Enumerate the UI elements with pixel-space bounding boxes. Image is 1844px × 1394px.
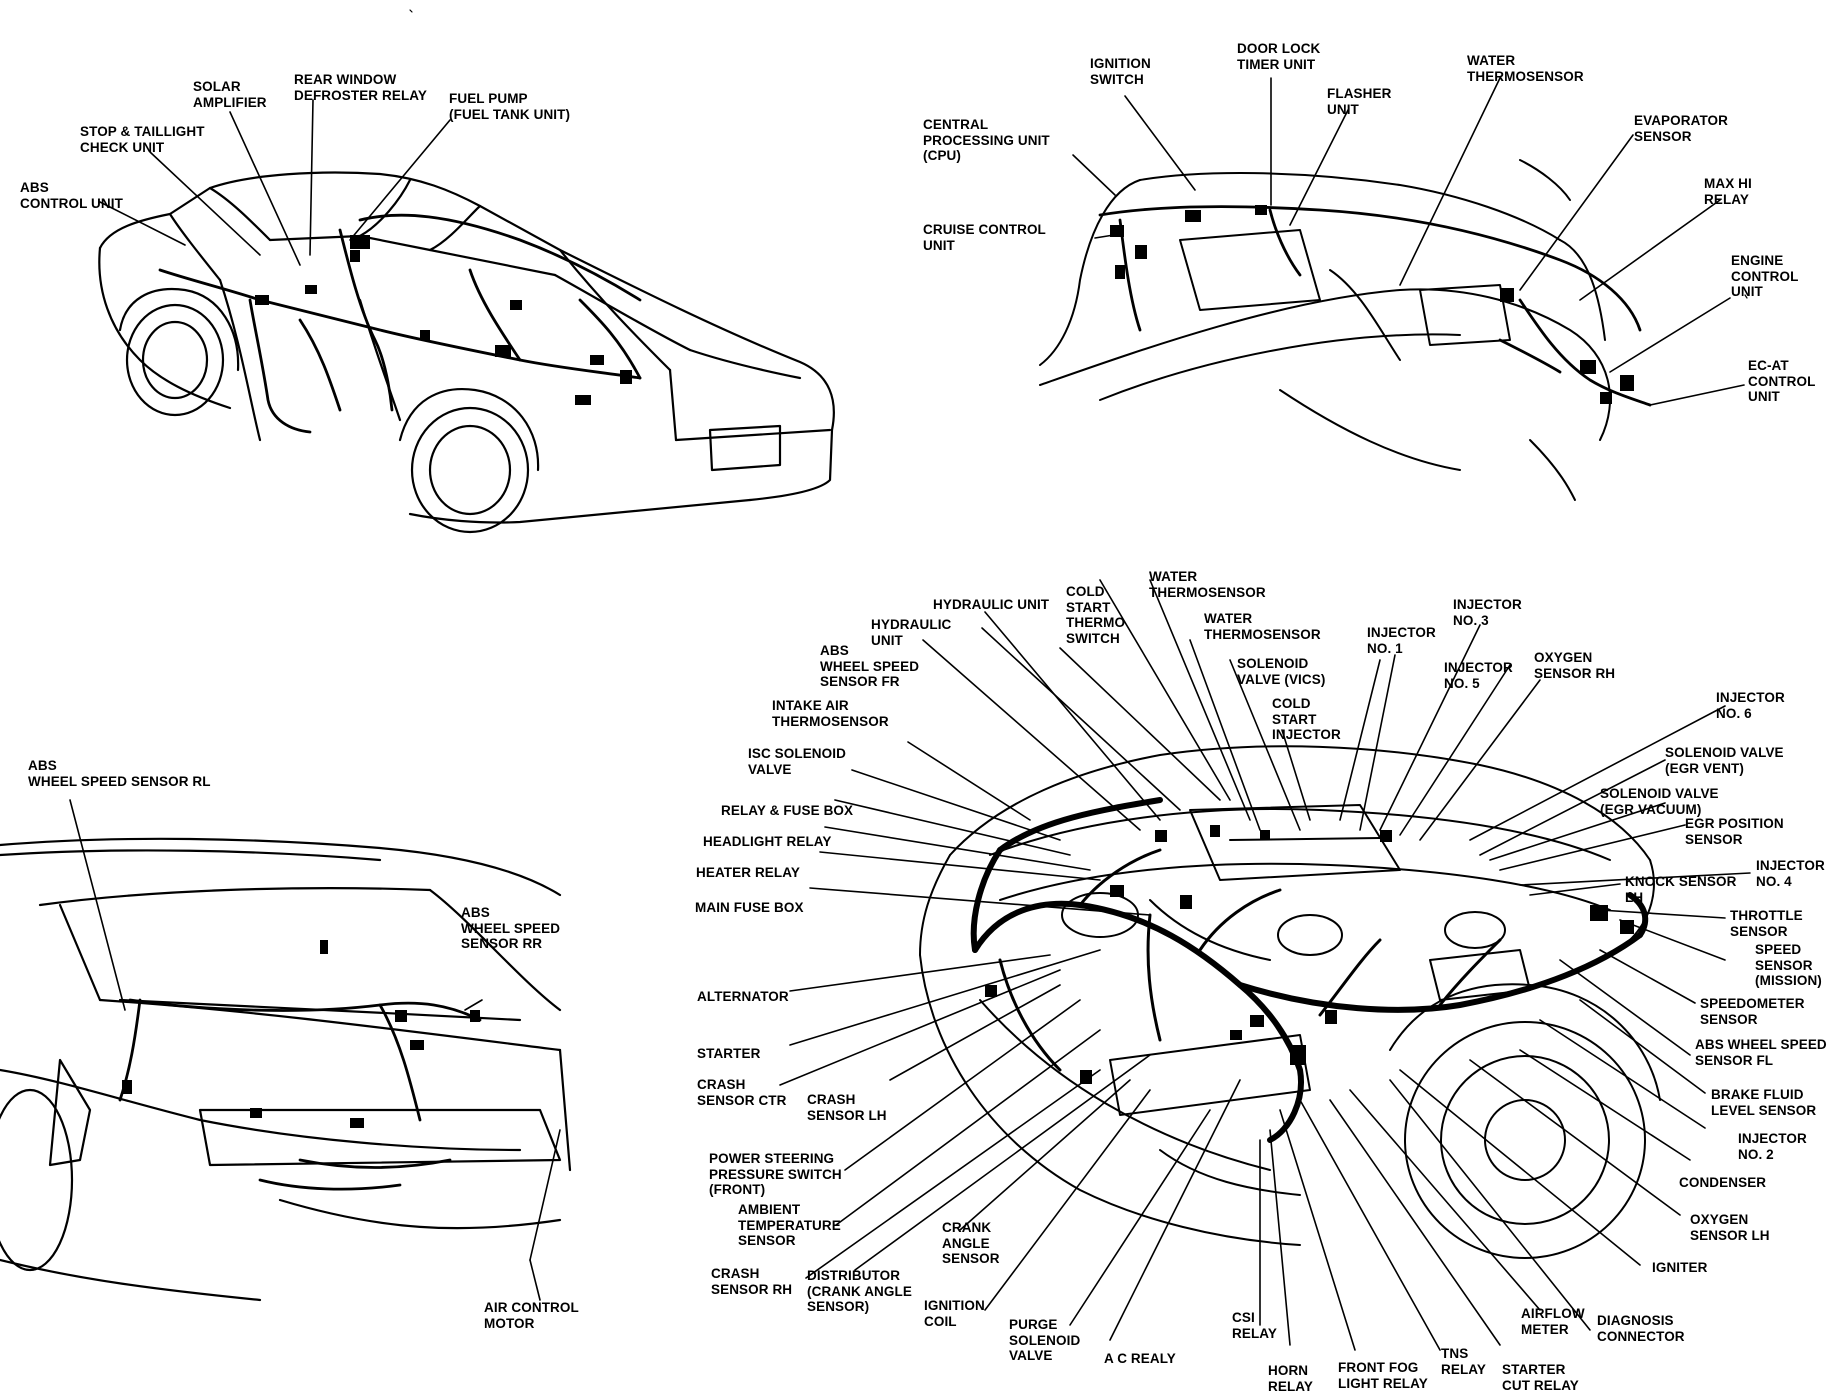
label-speedometer-sensor: SPEEDOMETER SENSOR <box>1700 996 1805 1027</box>
label-injector-no-4: INJECTOR NO. 4 <box>1756 858 1825 889</box>
stray-marks <box>409 9 1748 299</box>
label-csi-relay: CSI RELAY <box>1232 1310 1278 1341</box>
label-ambient-temperature-sensor: AMBIENT TEMPERATURE SENSOR <box>738 1202 841 1248</box>
label-solar-amplifier: SOLAR AMPLIFIER <box>193 79 267 110</box>
label-power-steering-pressure-switch: POWER STEERING PRESSURE SWITCH (FRONT) <box>709 1151 842 1197</box>
label-cpu: CENTRAL PROCESSING UNIT (CPU) <box>923 117 1050 163</box>
label-hydraulic-unit-2: HYDRAULIC UNIT <box>871 617 952 648</box>
label-water-thermosensor-2: WATER THERMOSENSOR <box>1204 611 1321 642</box>
label-cold-start-thermo-switch: COLD START THERMO SWITCH <box>1066 584 1126 646</box>
label-injector-no-5: INJECTOR NO. 5 <box>1444 660 1513 691</box>
label-rear-window-defroster-relay: REAR WINDOW DEFROSTER RELAY <box>294 72 428 103</box>
label-crash-sensor-lh: CRASH SENSOR LH <box>807 1092 887 1123</box>
label-ec-at-control-unit: EC-AT CONTROL UNIT <box>1748 358 1816 404</box>
label-abs-wheel-speed-sensor-rr: ABS WHEEL SPEED SENSOR RR <box>461 905 561 951</box>
dashboard-illustration <box>1039 77 1745 501</box>
label-oxygen-sensor-lh: OXYGEN SENSOR LH <box>1690 1212 1770 1243</box>
label-starter-cut-relay: STARTER CUT RELAY <box>1502 1362 1579 1393</box>
label-flasher-unit: FLASHER UNIT <box>1327 86 1392 117</box>
label-water-thermosensor-1: WATER THERMOSENSOR <box>1149 569 1266 600</box>
label-evaporator-sensor: EVAPORATOR SENSOR <box>1634 113 1729 144</box>
label-relay-fuse-box: RELAY & FUSE BOX <box>721 803 854 818</box>
label-intake-air-thermosensor: INTAKE AIR THERMOSENSOR <box>772 698 889 729</box>
label-condenser: CONDENSER <box>1679 1175 1767 1190</box>
label-water-thermosensor-dash: WATER THERMOSENSOR <box>1467 53 1584 84</box>
label-injector-no-3: INJECTOR NO. 3 <box>1453 597 1522 628</box>
label-crash-sensor-rh: CRASH SENSOR RH <box>711 1266 793 1297</box>
label-crash-sensor-ctr: CRASH SENSOR CTR <box>697 1077 787 1108</box>
label-speed-sensor-mission: SPEED SENSOR (MISSION) <box>1755 942 1822 988</box>
label-brake-fluid-level-sensor: BRAKE FLUID LEVEL SENSOR <box>1711 1087 1817 1118</box>
label-solenoid-valve-vics: SOLENOID VALVE (VICS) <box>1237 656 1326 687</box>
label-alternator: ALTERNATOR <box>697 989 789 1004</box>
label-purge-solenoid-valve: PURGE SOLENOID VALVE <box>1009 1317 1081 1363</box>
label-abs-wheel-speed-sensor-fl: ABS WHEEL SPEED SENSOR FL <box>1695 1037 1827 1068</box>
label-distributor: DISTRIBUTOR (CRANK ANGLE SENSOR) <box>807 1268 912 1314</box>
label-abs-control-unit: ABS CONTROL UNIT <box>20 180 123 211</box>
label-isc-solenoid-valve: ISC SOLENOID VALVE <box>748 746 846 777</box>
label-starter: STARTER <box>697 1046 761 1061</box>
label-stop-taillight-check-unit: STOP & TAILLIGHT CHECK UNIT <box>80 124 205 155</box>
engine-bay-illustration <box>779 579 1751 1351</box>
label-airflow-meter: AIRFLOW METER <box>1521 1306 1585 1337</box>
label-air-control-motor: AIR CONTROL MOTOR <box>484 1300 579 1331</box>
label-ac-relay: A C REALY <box>1104 1351 1176 1366</box>
label-throttle-sensor: THROTTLE SENSOR <box>1730 908 1803 939</box>
label-ignition-coil: IGNITION COIL <box>924 1298 985 1329</box>
label-diagnosis-connector: DIAGNOSIS CONNECTOR <box>1597 1313 1685 1344</box>
label-horn-relay: HORN RELAY <box>1268 1363 1314 1394</box>
label-egr-position-sensor: EGR POSITION SENSOR <box>1685 816 1784 847</box>
label-igniter: IGNITER <box>1652 1260 1708 1275</box>
label-abs-wheel-speed-sensor-fr: ABS WHEEL SPEED SENSOR FR <box>820 643 920 689</box>
label-max-hi-relay: MAX HI RELAY <box>1704 176 1752 207</box>
car-rear-illustration <box>0 799 572 1302</box>
label-main-fuse-box: MAIN FUSE BOX <box>695 900 804 915</box>
label-knock-sensor-lh: KNOCK SENSOR LH <box>1625 874 1737 905</box>
label-fuel-pump: FUEL PUMP (FUEL TANK UNIT) <box>449 91 571 122</box>
label-ignition-switch: IGNITION SWITCH <box>1090 56 1151 87</box>
label-solenoid-valve-egr-vacuum: SOLENOID VALVE (EGR VACUUM) <box>1600 786 1719 817</box>
label-injector-no-2: INJECTOR NO. 2 <box>1738 1131 1807 1162</box>
label-door-lock-timer-unit: DOOR LOCK TIMER UNIT <box>1237 41 1321 72</box>
label-engine-control-unit: ENGINE CONTROL UNIT <box>1731 253 1799 299</box>
label-hydraulic-unit-1: HYDRAULIC UNIT <box>933 597 1050 612</box>
label-front-fog-light-relay: FRONT FOG LIGHT RELAY <box>1338 1360 1428 1391</box>
car-interior-illustration <box>98 99 835 534</box>
label-injector-no-1: INJECTOR NO. 1 <box>1367 625 1436 656</box>
label-heater-relay: HEATER RELAY <box>696 865 800 880</box>
label-crank-angle-sensor: CRANK ANGLE SENSOR <box>942 1220 1000 1266</box>
label-tns-relay: TNS RELAY <box>1441 1346 1487 1377</box>
label-abs-wheel-speed-sensor-rl: ABS WHEEL SPEED SENSOR RL <box>28 758 211 789</box>
label-injector-no-6: INJECTOR NO. 6 <box>1716 690 1785 721</box>
label-oxygen-sensor-rh: OXYGEN SENSOR RH <box>1534 650 1616 681</box>
label-cruise-control-unit: CRUISE CONTROL UNIT <box>923 222 1046 253</box>
label-headlight-relay: HEADLIGHT RELAY <box>703 834 832 849</box>
label-cold-start-injector: COLD START INJECTOR <box>1272 696 1341 742</box>
label-solenoid-valve-egr-vent: SOLENOID VALVE (EGR VENT) <box>1665 745 1784 776</box>
